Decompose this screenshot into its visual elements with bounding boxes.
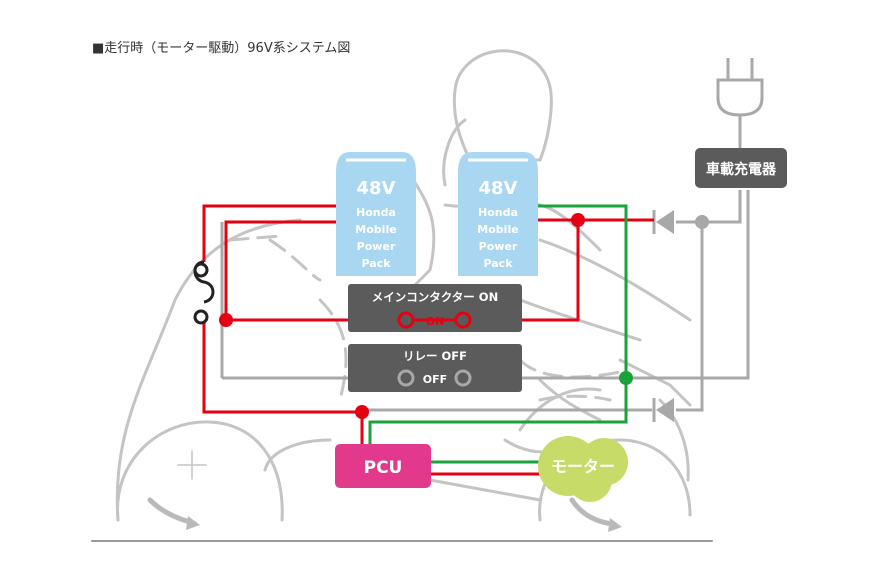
battery-right: 48V Honda Mobile Power Pack bbox=[458, 152, 538, 276]
battery-left-label-3: Power bbox=[357, 240, 396, 253]
motor-label: モーター bbox=[551, 457, 615, 476]
battery-left-label-1: Honda bbox=[356, 206, 396, 219]
junction-red-bottom bbox=[355, 405, 369, 419]
battery-right-label-4: Pack bbox=[483, 257, 513, 270]
positive-wires bbox=[202, 204, 654, 476]
battery-left: 48V Honda Mobile Power Pack bbox=[336, 152, 416, 276]
relay-state: OFF bbox=[423, 373, 447, 386]
main-contactor-state: ON bbox=[426, 315, 445, 328]
battery-right-voltage: 48V bbox=[479, 178, 518, 199]
charger-label: 車載充電器 bbox=[706, 161, 777, 178]
battery-right-label-1: Honda bbox=[478, 206, 518, 219]
diagram-title: ■走行時（モーター駆動）96V系システム図 bbox=[92, 41, 350, 56]
main-contactor-label: メインコンタクター ON bbox=[372, 290, 498, 304]
battery-right-label-3: Power bbox=[479, 240, 518, 253]
battery-left-label-4: Pack bbox=[361, 257, 391, 270]
relay-label: リレー OFF bbox=[403, 349, 467, 363]
junction-red-right bbox=[571, 213, 585, 227]
battery-left-label-2: Mobile bbox=[355, 223, 396, 236]
pcu-label: PCU bbox=[364, 458, 403, 478]
diode-lower bbox=[652, 398, 674, 422]
pcu-box: PCU bbox=[335, 444, 431, 488]
junction-gray bbox=[695, 215, 709, 229]
junction-green bbox=[619, 371, 633, 385]
charger-box: 車載充電器 bbox=[695, 148, 787, 188]
motor-blob: モーター bbox=[538, 436, 628, 502]
diode-upper bbox=[652, 210, 674, 234]
fuse bbox=[193, 260, 215, 325]
plug-icon bbox=[716, 58, 764, 117]
battery-left-voltage: 48V bbox=[357, 178, 396, 199]
main-contactor-box: メインコンタクター ON ON bbox=[348, 284, 522, 332]
relay-box: リレー OFF OFF bbox=[348, 344, 522, 392]
junction-red-left bbox=[219, 313, 233, 327]
battery-right-label-2: Mobile bbox=[477, 223, 518, 236]
